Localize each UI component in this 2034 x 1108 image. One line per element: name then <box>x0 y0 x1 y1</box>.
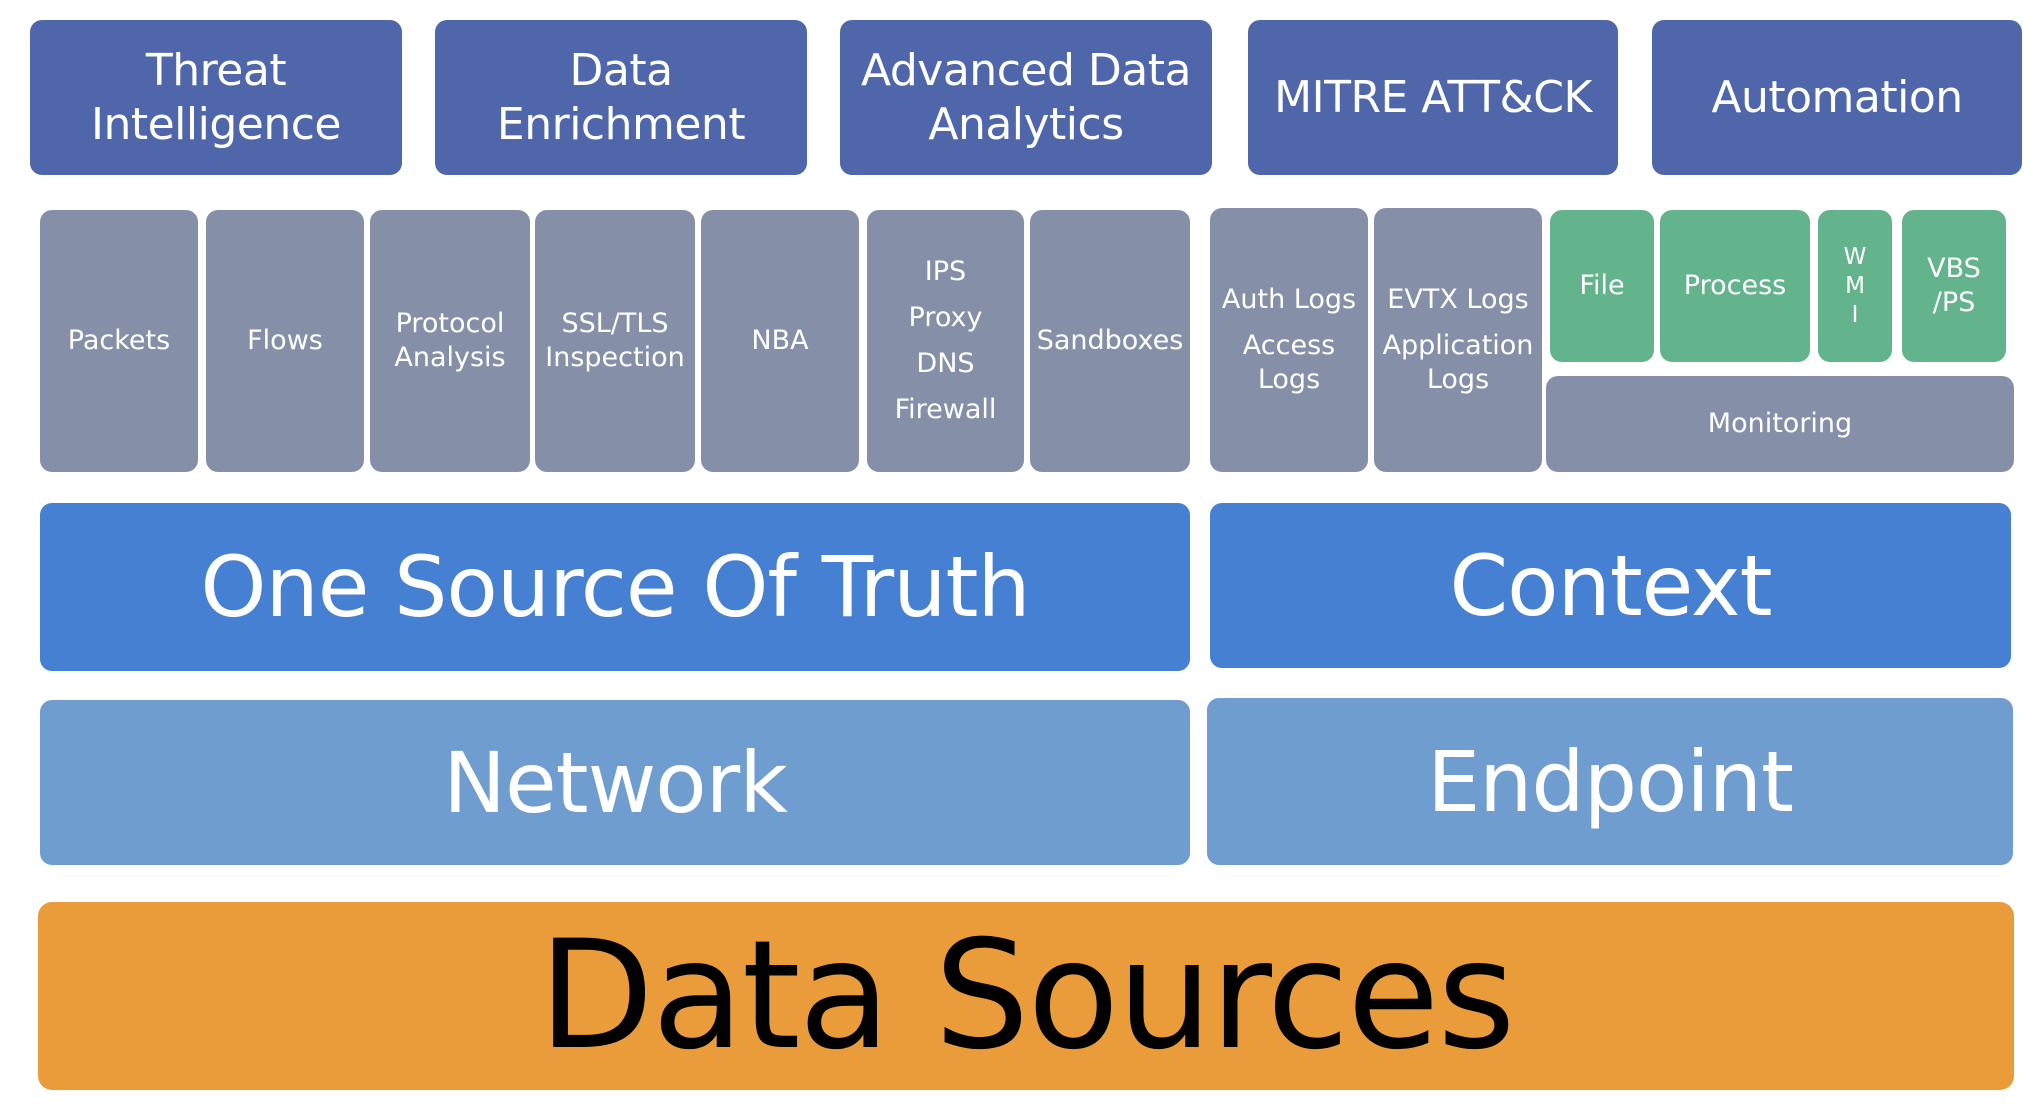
vbs-ps-monitoring-box: VBS /PS <box>1902 210 2006 362</box>
wmi-monitoring-box: W M I <box>1818 210 1892 362</box>
file-label: File <box>1579 270 1625 301</box>
context-box: Context <box>1210 503 2011 668</box>
access-logs-label-line-2: Logs <box>1257 364 1321 395</box>
auth-logs-label: Auth Logs <box>1221 284 1357 315</box>
network-box: Network <box>40 700 1190 865</box>
ssl-tls-inspection-label-line-1: SSL/TLS <box>561 308 669 339</box>
automation-box: Automation <box>1652 20 2022 175</box>
monitoring-box: Monitoring <box>1546 376 2014 472</box>
access-logs-label-line-1: Access <box>1242 330 1336 361</box>
process-monitoring-box: Process <box>1660 210 1810 362</box>
automation-label: Automation <box>1711 71 1963 123</box>
wmi-label-line-2: M <box>1845 272 1865 299</box>
one-source-of-truth-box: One Source Of Truth <box>40 503 1190 671</box>
ips-label: IPS <box>924 256 967 287</box>
file-monitoring-box: File <box>1550 210 1654 362</box>
sandboxes-box: Sandboxes <box>1030 210 1190 472</box>
threat-intelligence-box: Threat Intelligence <box>30 20 402 175</box>
monitoring-label: Monitoring <box>1707 408 1853 439</box>
application-logs-label-line-1: Application <box>1382 330 1534 361</box>
data-sources-label: Data Sources <box>538 909 1515 1083</box>
protocol-analysis-label-line-1: Protocol <box>395 308 505 339</box>
nba-label: NBA <box>751 325 809 356</box>
protocol-analysis-box: Protocol Analysis <box>370 210 530 472</box>
ssl-tls-inspection-label-line-2: Inspection <box>545 342 685 373</box>
vbs-ps-label-line-2: /PS <box>1932 287 1976 318</box>
application-logs-label-line-2: Logs <box>1426 364 1490 395</box>
vbs-ps-label-line-1: VBS <box>1927 253 1981 284</box>
nba-box: NBA <box>701 210 859 472</box>
one-source-of-truth-label: One Source Of Truth <box>200 538 1030 636</box>
ssl-tls-inspection-box: SSL/TLS Inspection <box>535 210 695 472</box>
dns-label: DNS <box>916 348 975 379</box>
evtx-application-logs-box: EVTX Logs Application Logs <box>1374 208 1542 472</box>
sandboxes-label: Sandboxes <box>1036 325 1184 356</box>
packets-box: Packets <box>40 210 198 472</box>
advanced-data-analytics-box: Advanced Data Analytics <box>840 20 1212 175</box>
packets-label: Packets <box>67 325 171 356</box>
context-label: Context <box>1449 536 1772 635</box>
data-enrichment-label-line-2: Enrichment <box>496 98 746 150</box>
wmi-label-line-1: W <box>1843 243 1867 270</box>
network-label: Network <box>443 733 788 832</box>
advanced-data-analytics-label-line-1: Advanced Data <box>861 44 1191 96</box>
ips-proxy-dns-firewall-box: IPS Proxy DNS Firewall <box>867 210 1024 472</box>
firewall-label: Firewall <box>894 394 997 425</box>
process-label: Process <box>1683 270 1787 301</box>
data-sources-box: Data Sources <box>38 902 2014 1090</box>
wmi-label-line-3: I <box>1851 301 1859 328</box>
threat-intelligence-label-line-2: Intelligence <box>90 98 342 150</box>
endpoint-box: Endpoint <box>1207 698 2013 865</box>
mitre-attack-box: MITRE ATT&CK <box>1248 20 1618 175</box>
advanced-data-analytics-label-line-2: Analytics <box>928 98 1124 150</box>
protocol-analysis-label-line-2: Analysis <box>394 342 506 373</box>
proxy-label: Proxy <box>908 302 983 333</box>
data-enrichment-box: Data Enrichment <box>435 20 807 175</box>
threat-intelligence-label-line-1: Threat <box>145 44 287 96</box>
evtx-logs-label: EVTX Logs <box>1387 284 1529 315</box>
auth-access-logs-box: Auth Logs Access Logs <box>1210 208 1368 472</box>
mitre-attack-label: MITRE ATT&CK <box>1274 71 1592 123</box>
flows-label: Flows <box>247 325 323 356</box>
data-enrichment-label-line-1: Data <box>569 44 673 96</box>
flows-box: Flows <box>206 210 364 472</box>
endpoint-label: Endpoint <box>1427 732 1794 831</box>
